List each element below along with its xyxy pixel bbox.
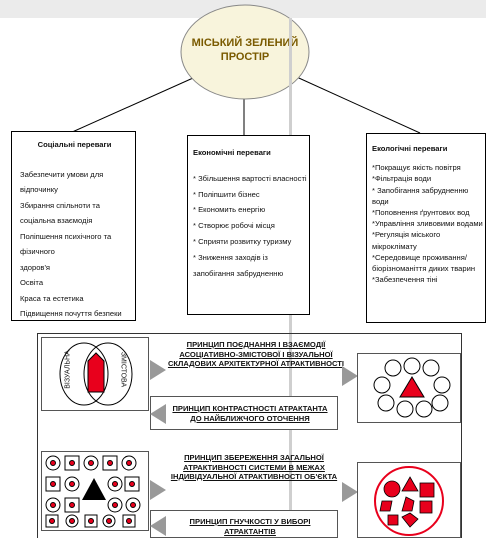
connector-lines: [69, 4, 421, 136]
principle-1-text: ПРИНЦИП ПОЄДНАННЯ І ВЗАЄМОДІЇ АСОЦІАТИВН…: [167, 340, 345, 368]
arrow-right-icon: [150, 360, 166, 380]
social-item: Поліпшення психічного та: [20, 231, 112, 241]
social-item: Збирання спільноти та: [20, 200, 100, 210]
ecological-benefits-box: Екологічні переваги *Покращує якість пов…: [366, 133, 486, 323]
ecological-item: * Запобігання забрудненню води: [372, 185, 469, 206]
social-item: Підвищення почуття безпеки: [20, 309, 122, 318]
principle-1-image-box: [41, 337, 149, 411]
arrow-left-icon: [150, 516, 166, 536]
venn-label-content: ЗМІСТОВА: [119, 351, 127, 388]
economic-item: * Збільшення вартості власності: [193, 173, 307, 183]
arrow-left-icon: [150, 404, 166, 424]
arrow-right-icon: [150, 480, 166, 500]
economic-item: * Поліпшити бізнес: [193, 189, 260, 199]
arrow-right-icon: [342, 366, 358, 386]
economic-item: * Створює робочі місця: [193, 221, 275, 231]
contrast-circles-icon: [373, 357, 451, 418]
diagram-title: МІСЬКИЙ ЗЕЛЕНИЙ ПРОСТІР: [191, 37, 299, 63]
red-shapes-circle-icon: [374, 466, 444, 536]
ecological-item: *Покращує якість повітря: [372, 163, 461, 173]
ecological-item: *Середовище проживання/біорізноманіття д…: [372, 252, 476, 274]
economic-item: * Сприяти розвитку туризму: [193, 236, 292, 246]
social-benefits-box: Соціальні переваги Забезпечити умови для…: [11, 131, 136, 321]
economic-item: * Економить енергію: [193, 205, 266, 215]
social-item: Забезпечити умови для: [20, 169, 104, 179]
economic-item: * Зниження заходів із запобігання забруд…: [193, 252, 284, 278]
social-item: соціальна взаємодія: [20, 216, 93, 225]
ecological-item: *Регуляція міського мікроклімату: [372, 230, 441, 251]
social-item: Освіта: [20, 278, 44, 287]
principles-panel: [37, 333, 462, 538]
economic-benefits-box: Економічні переваги * Збільшення вартост…: [187, 135, 310, 315]
venn-diagram-icon: [59, 342, 133, 406]
economic-heading: Економічні переваги: [193, 148, 271, 157]
principle-2-box: [150, 396, 338, 430]
system-attractiveness-icon: [45, 455, 141, 528]
ecological-item: *Поповнення ґрунтових вод: [372, 208, 470, 218]
principle-2-text: ПРИНЦИП КОНТРАСТНОСТІ АТРАКТАНТА ДО НАЙБ…: [172, 404, 328, 423]
arrow-right-icon: [342, 482, 358, 502]
title-ellipse: [180, 4, 310, 100]
social-heading: Соціальні переваги: [37, 140, 112, 149]
ecological-item: *Забезпечення тіні: [372, 275, 438, 285]
venn-label-visual: ВІЗУАЛЬНА: [64, 350, 72, 389]
social-item: фізичного: [20, 247, 55, 256]
ecological-item: *Управління зливовими водами: [372, 219, 483, 229]
principle-3-text: ПРИНЦИП ЗБЕРЕЖЕННЯ ЗАГАЛЬНОЇ АТРАКТИВНОС…: [170, 453, 338, 481]
principle-4-box: [150, 510, 338, 538]
social-item: Краса та естетика: [20, 293, 84, 303]
social-item: відпочинку: [20, 185, 58, 194]
ecological-item: *Фільтрація води: [372, 174, 432, 184]
social-item: здоров'я: [20, 262, 51, 272]
ecological-heading: Екологічні переваги: [372, 144, 448, 153]
principle-4-text: ПРИНЦИП ГНУЧКОСТІ У ВИБОРІ АТРАКТАНТІВ: [189, 517, 311, 536]
